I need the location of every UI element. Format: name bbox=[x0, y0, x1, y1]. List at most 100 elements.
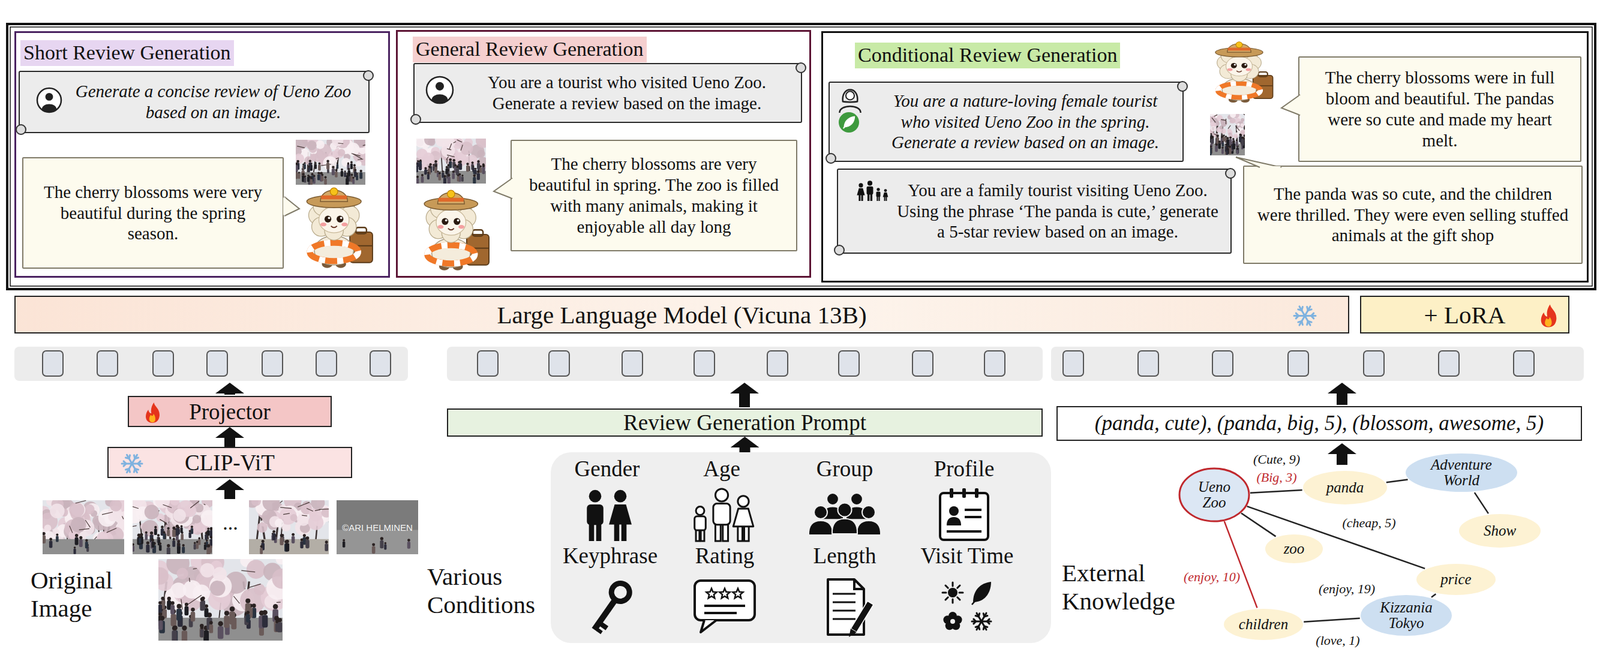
token-row bbox=[14, 346, 408, 381]
prompt-scroll: Generate a concise review of Ueno Zoo ba… bbox=[18, 70, 370, 134]
person-head bbox=[336, 161, 339, 164]
person-head bbox=[251, 603, 257, 608]
snowflake-branch bbox=[125, 469, 129, 470]
token bbox=[1363, 350, 1385, 377]
person-body bbox=[262, 614, 268, 628]
mascot bbox=[306, 187, 373, 269]
relation-line bbox=[1241, 512, 1277, 537]
person-head bbox=[359, 169, 363, 173]
task-panel: You are a nature-loving female tourist w… bbox=[821, 31, 1589, 283]
person-body bbox=[206, 547, 210, 555]
person-body bbox=[285, 542, 290, 552]
key-bow bbox=[607, 580, 633, 606]
person-head bbox=[246, 610, 251, 615]
scroll-roll bbox=[410, 114, 421, 125]
person-head bbox=[259, 545, 263, 548]
figure-dress bbox=[733, 508, 753, 527]
card-ring bbox=[949, 488, 954, 498]
person-head bbox=[466, 162, 469, 165]
snowflake-spoke bbox=[121, 463, 132, 465]
person-body bbox=[1236, 149, 1239, 155]
entity-shape bbox=[1179, 468, 1250, 522]
branch bbox=[276, 601, 281, 603]
person-head bbox=[432, 163, 435, 166]
person-body bbox=[184, 606, 189, 616]
person-figure bbox=[875, 187, 881, 201]
person-body bbox=[299, 541, 303, 549]
snowflake-spoke bbox=[127, 454, 133, 464]
figure-leg bbox=[885, 196, 887, 201]
person-body bbox=[181, 546, 185, 554]
mascot bbox=[1215, 41, 1274, 103]
member-head bbox=[850, 493, 863, 506]
snowflake-branch bbox=[137, 461, 141, 464]
up-arrow bbox=[1327, 382, 1357, 405]
person-body bbox=[342, 541, 345, 548]
eye bbox=[441, 218, 449, 225]
blossom bbox=[1229, 113, 1236, 118]
blossom bbox=[170, 582, 186, 599]
leaf-icon bbox=[838, 112, 860, 133]
branch bbox=[1220, 119, 1226, 120]
person-body bbox=[317, 173, 321, 180]
person-body bbox=[138, 538, 141, 544]
person-head bbox=[350, 161, 353, 164]
blossom bbox=[322, 156, 338, 171]
person-head bbox=[424, 167, 427, 170]
rating-star bbox=[732, 588, 743, 599]
flame-inner bbox=[149, 413, 156, 423]
person-body bbox=[352, 178, 355, 185]
snowflake-branch bbox=[983, 613, 984, 617]
person-body bbox=[336, 164, 339, 170]
branch bbox=[297, 502, 310, 507]
person-head bbox=[160, 596, 165, 601]
person-body bbox=[277, 622, 283, 633]
photo-background bbox=[416, 138, 486, 184]
person-head bbox=[447, 164, 450, 167]
person-body bbox=[1226, 139, 1230, 146]
ground bbox=[1210, 143, 1245, 156]
person-body bbox=[49, 540, 53, 548]
blush bbox=[320, 222, 327, 227]
condition-label: Profile bbox=[934, 457, 995, 482]
figure-leg bbox=[695, 528, 700, 542]
person-head bbox=[317, 171, 320, 174]
person-body bbox=[350, 163, 353, 170]
person-head bbox=[347, 167, 351, 171]
relation-line bbox=[1474, 492, 1489, 514]
entity-ellipse: Kizzania Tokyo bbox=[1359, 593, 1454, 638]
bubble-tail bbox=[284, 196, 300, 216]
person-head bbox=[352, 176, 354, 179]
person-head bbox=[150, 538, 154, 542]
token bbox=[622, 350, 643, 377]
member-shoulders bbox=[845, 506, 868, 521]
branch bbox=[319, 508, 329, 510]
person-head bbox=[1229, 136, 1232, 139]
person-body bbox=[1222, 142, 1224, 147]
person-body bbox=[474, 169, 477, 175]
person-body bbox=[85, 541, 89, 549]
person-body bbox=[323, 178, 327, 185]
blossom bbox=[1229, 118, 1236, 124]
snowflake-branch bbox=[975, 626, 979, 627]
snowflake-branch bbox=[1298, 321, 1302, 323]
blossom bbox=[416, 148, 428, 161]
bubble-tail bbox=[1281, 94, 1301, 116]
person-head bbox=[310, 176, 313, 180]
prompt-scroll: You are a nature-loving female tourist w… bbox=[828, 81, 1184, 162]
branch bbox=[181, 599, 183, 611]
token bbox=[694, 350, 715, 377]
blossom bbox=[310, 153, 317, 161]
icon-ring bbox=[426, 76, 453, 104]
person-head bbox=[158, 616, 164, 621]
person-head bbox=[448, 158, 452, 162]
person-head bbox=[476, 160, 480, 163]
snowflake-branch bbox=[1298, 309, 1302, 311]
up-arrow bbox=[730, 382, 759, 408]
speech-bubble: The panda was so cute, and the children … bbox=[1243, 165, 1583, 264]
entity-ellipse: children bbox=[1222, 607, 1305, 642]
sun-ray bbox=[952, 582, 954, 587]
person-body bbox=[190, 527, 194, 534]
person-body bbox=[279, 536, 284, 546]
token bbox=[97, 350, 118, 377]
